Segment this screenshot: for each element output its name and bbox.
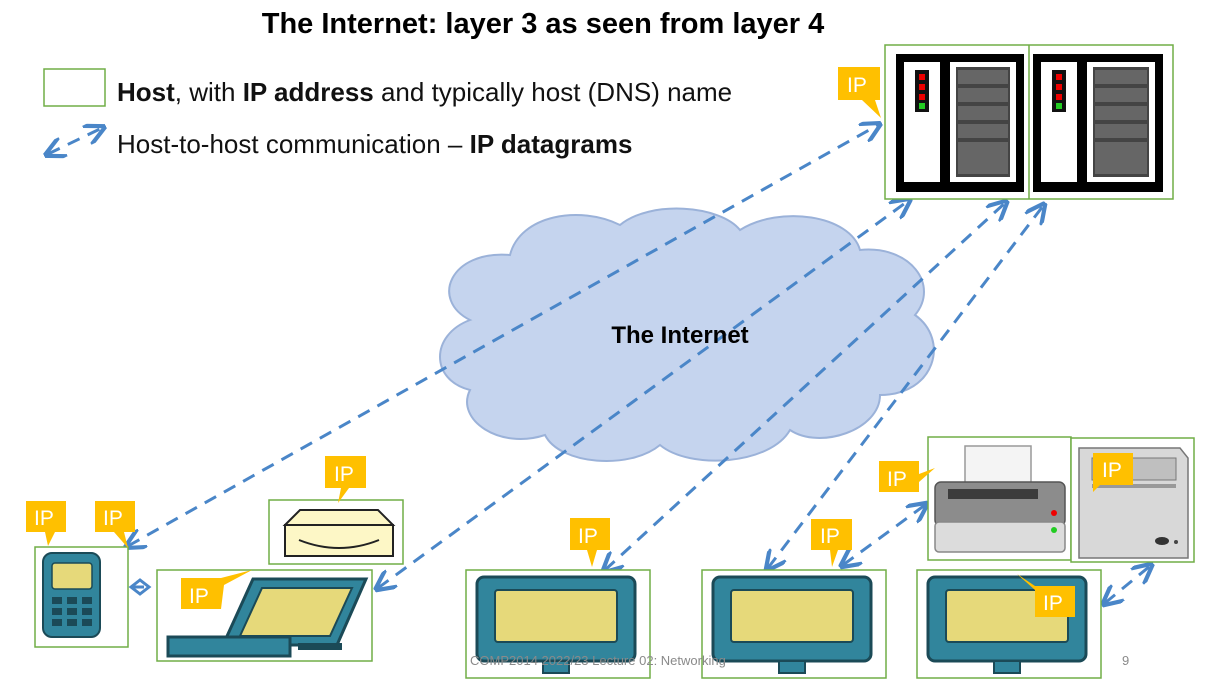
server-rack-icon-2 [1033, 54, 1163, 192]
ip-callout-server: IP [838, 67, 881, 118]
ip-callout-phone-right: IP [95, 501, 135, 548]
ip-datagram-arrows [48, 125, 1150, 603]
legend-arrow [48, 128, 102, 154]
server-rack-icon [896, 54, 1024, 192]
mobile-phone-icon [42, 552, 101, 638]
arrow-pc2-server-a [768, 206, 1043, 568]
ip-callout-label: IP [578, 525, 598, 548]
arrow-pc2-printer [843, 505, 925, 565]
slide-title: The Internet: layer 3 as seen from layer… [261, 8, 825, 40]
laptop-icon [166, 577, 369, 658]
legend-host-mid: , with [174, 77, 243, 107]
ip-callout-pc2: IP [811, 519, 852, 567]
scanner-host [268, 499, 404, 565]
disc-drive-icon [282, 509, 396, 557]
phone-laptop-link-icon [128, 578, 152, 596]
ip-callout-pc3: IP [1017, 574, 1075, 617]
legend-host-bold: Host [117, 77, 175, 107]
phone-host [34, 546, 129, 648]
arrow-pc3-tower [1105, 566, 1150, 603]
legend-host-box [43, 68, 106, 107]
monitor-icon [475, 575, 637, 674]
ip-callout-scanner: IP [325, 456, 366, 503]
ip-callout-label: IP [34, 507, 54, 530]
cloud-label: The Internet [611, 322, 749, 349]
pc-host-2 [701, 569, 887, 679]
footer-text: COMP2014 2022/23 Lecture 02: Networking [470, 653, 726, 668]
legend-comm-bold: IP datagrams [469, 129, 633, 159]
ip-callout-label: IP [334, 463, 354, 486]
ip-callout-label: IP [847, 74, 867, 97]
page-number: 9 [1122, 653, 1130, 668]
ip-callout-label: IP [189, 585, 209, 608]
ip-callout-phone-left: IP [26, 501, 66, 546]
ip-callout-tower: IP [1093, 453, 1133, 492]
monitor-icon [711, 575, 873, 674]
server-host [884, 44, 1174, 200]
printer-icon [934, 445, 1066, 553]
legend-host-bold2: IP address [242, 77, 374, 107]
legend-host-text: Host, with IP address and typically host… [117, 77, 732, 108]
ip-callout-label: IP [1102, 459, 1122, 482]
ip-callout-printer: IP [879, 461, 935, 492]
ip-callout-laptop: IP [181, 570, 252, 609]
ip-callout-label: IP [820, 525, 840, 548]
ip-callout-label: IP [887, 468, 907, 491]
legend-comm-text: Host-to-host communication – IP datagram… [117, 129, 632, 160]
legend-comm-plain: Host-to-host communication – [117, 129, 470, 159]
ip-callouts: IP IP IP IP IP IP IP IP [26, 67, 1133, 617]
legend-host-rest: and typically host (DNS) name [373, 77, 733, 107]
pc-host-1 [465, 569, 651, 679]
ip-callout-label: IP [103, 507, 123, 530]
ip-callout-label: IP [1043, 592, 1063, 615]
ip-callout-pc1: IP [570, 518, 610, 567]
printer-host [927, 436, 1072, 561]
